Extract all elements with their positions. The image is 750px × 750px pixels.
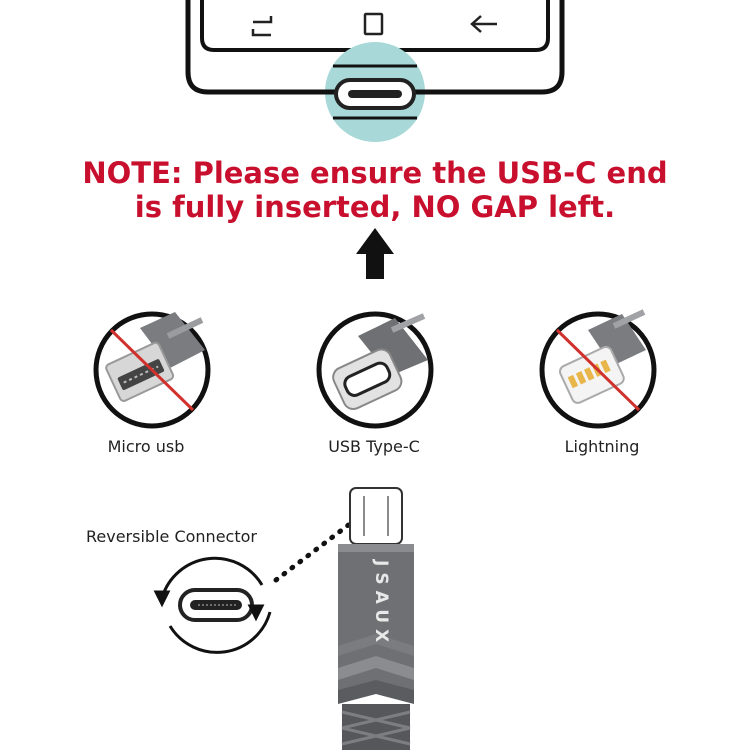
label-reversible-connector: Reversible Connector xyxy=(86,527,257,546)
lightning-icon xyxy=(539,309,657,429)
label-micro-usb: Micro usb xyxy=(107,437,185,456)
label-lightning: Lightning xyxy=(564,437,640,456)
cross-line xyxy=(109,328,195,412)
usb-c-port-highlight xyxy=(325,42,425,142)
dotted-leader xyxy=(273,517,358,583)
up-arrow-icon xyxy=(356,228,394,279)
note-line-2: is fully inserted, NO GAP left. xyxy=(134,190,616,224)
usb-type-c-icon xyxy=(316,311,434,429)
back-icon xyxy=(470,15,497,33)
reversible-connector-icon xyxy=(178,588,254,622)
cable xyxy=(338,487,414,750)
rotate-arrows-icon xyxy=(153,556,272,654)
micro-usb-icon xyxy=(93,311,211,429)
recent-apps-icon xyxy=(251,16,273,37)
home-icon xyxy=(363,12,384,36)
cross-line xyxy=(555,328,641,412)
note-line-1: NOTE: Please ensure the USB-C end xyxy=(82,156,668,190)
label-usb-type-c: USB Type-C xyxy=(328,437,420,456)
